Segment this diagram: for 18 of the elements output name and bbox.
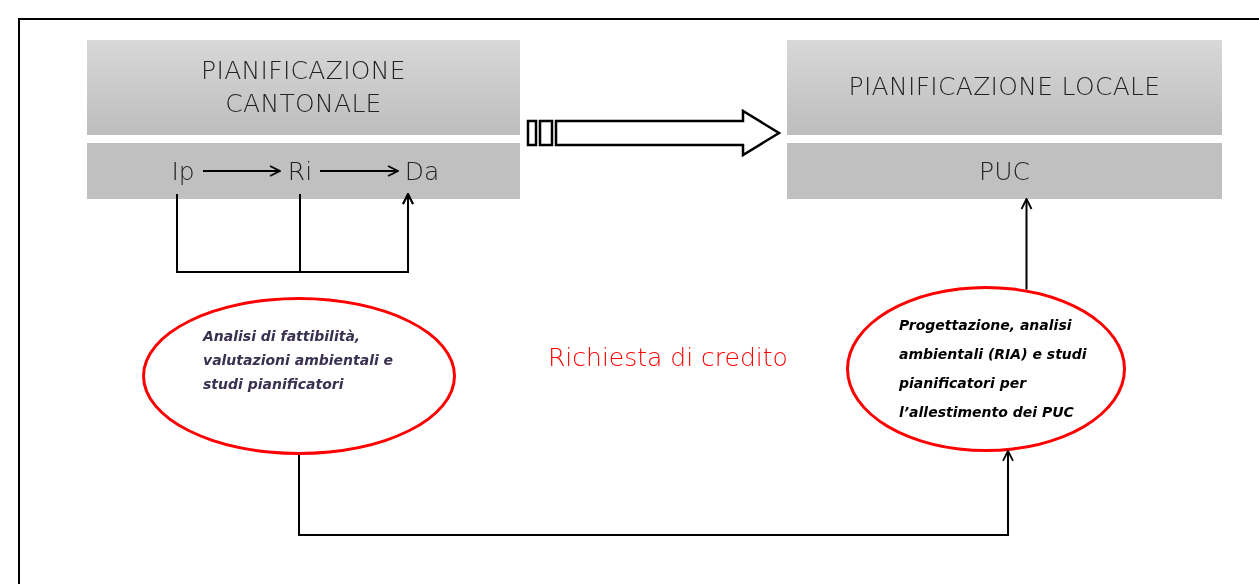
note-text: Richiesta di credito [548, 343, 788, 372]
stage-label: Ri [280, 148, 320, 194]
activity-ellipse [846, 286, 1126, 452]
heading-box: PIANIFICAZIONE LOCALE [787, 40, 1222, 135]
stage-band: PUC [787, 143, 1222, 199]
arrow [202, 165, 281, 177]
arrow [299, 193, 414, 273]
activity-text: Progettazione, analisi ambientali (RIA) e studi pianificatori per l’allestimento dei PUC [899, 316, 1088, 422]
stage-band [87, 143, 520, 199]
arrow [1020, 198, 1033, 291]
heading-box: PIANIFICAZIONE CANTONALE [87, 40, 520, 135]
block-arrow [526, 108, 782, 158]
activity-text: Analisi di fattibilità, valutazioni ambientali e studi pianificatori [203, 327, 395, 394]
stage-label: Ip [163, 148, 203, 194]
arrow [319, 165, 399, 177]
activity-ellipse [142, 297, 456, 455]
arrow [298, 449, 1014, 536]
stage-label: Da [398, 148, 446, 194]
